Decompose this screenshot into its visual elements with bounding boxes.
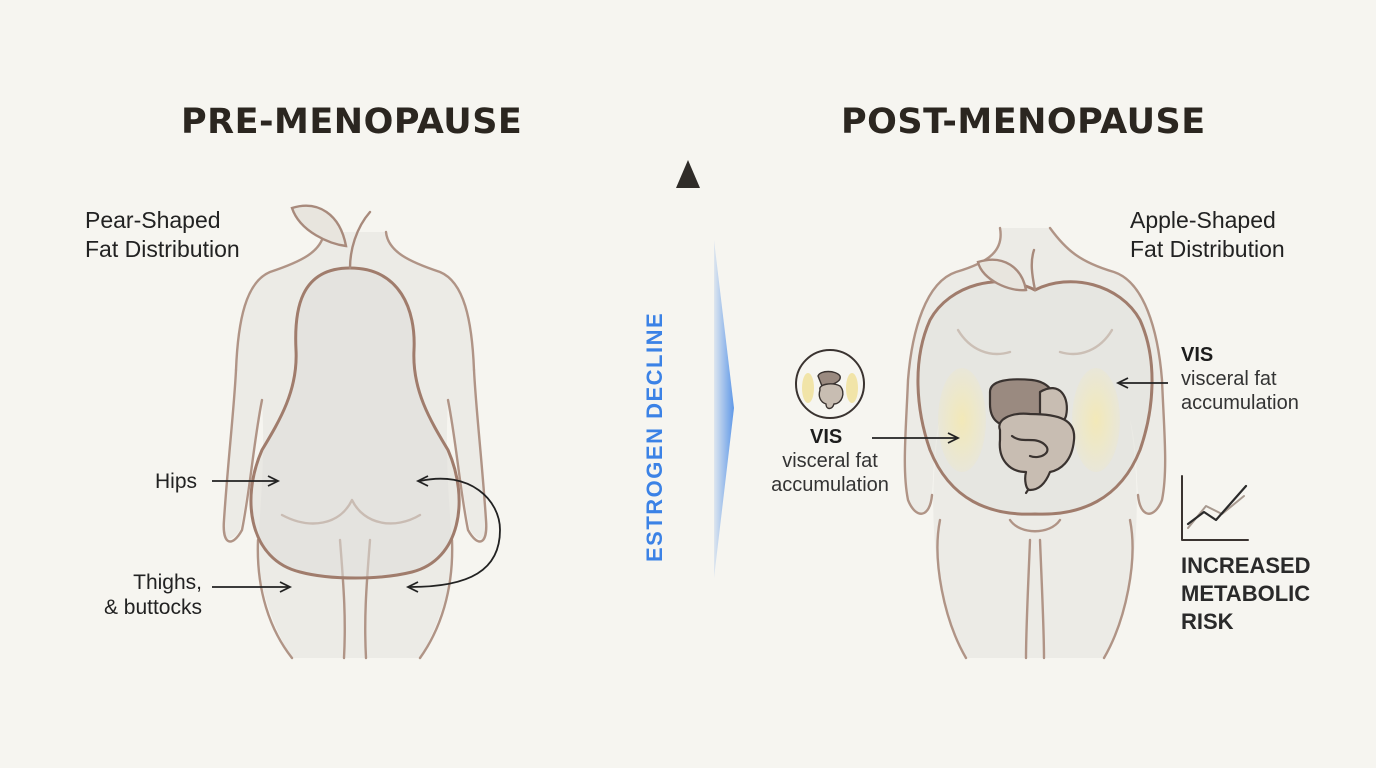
vis-left-callout: VIS visceral fat accumulation	[760, 426, 900, 497]
post-menopause-title: POST-MENOPAUSE	[841, 102, 1206, 142]
thighs-arrow	[212, 581, 293, 593]
estrogen-decline-axis	[676, 160, 734, 684]
vis-right-callout: VIS visceral fat accumulation	[1181, 344, 1299, 415]
vis-right-arrow	[1115, 377, 1168, 389]
apple-subtitle-line-2: Fat Distribution	[1130, 236, 1285, 262]
hips-arrow	[212, 475, 281, 487]
apple-icon	[976, 248, 1037, 292]
rising-line-chart-icon	[1181, 475, 1249, 541]
vis-left-arrow	[872, 432, 961, 444]
vis-right-line-1: visceral fat	[1181, 368, 1277, 390]
curved-return-arrow	[405, 475, 501, 593]
vis-left-line-1: visceral fat	[782, 450, 878, 472]
pear-subtitle-line-1: Pear-Shaped	[85, 207, 221, 233]
label-thighs-buttocks: Thighs, & buttocks	[90, 570, 202, 620]
apple-subtitle: Apple-Shaped Fat Distribution	[1130, 206, 1285, 264]
pre-menopause-title: PRE-MENOPAUSE	[181, 102, 523, 142]
digestive-organs-icon	[988, 378, 1076, 495]
risk-line-3: RISK	[1181, 609, 1234, 634]
label-hips: Hips	[155, 470, 198, 493]
pear-icon	[290, 204, 372, 270]
risk-line-1: INCREASED	[1181, 553, 1311, 578]
pear-subtitle-line-2: Fat Distribution	[85, 236, 240, 262]
vis-left-line-2: accumulation	[771, 474, 889, 496]
vis-left-title: VIS	[810, 426, 843, 448]
visceral-fat-area	[938, 368, 1120, 472]
organ-badge-icon	[795, 349, 865, 419]
pre-menopause-body	[222, 230, 488, 660]
pear-subtitle: Pear-Shaped Fat Distribution	[85, 206, 240, 264]
label-thighs-line-1: Thighs,	[133, 571, 202, 594]
label-thighs-line-2: & buttocks	[103, 596, 202, 619]
risk-line-2: METABOLIC	[1181, 581, 1311, 606]
vis-right-line-2: accumulation	[1181, 392, 1299, 414]
vis-right-title: VIS	[1181, 344, 1214, 366]
metabolic-risk-label: INCREASED METABOLIC RISK	[1181, 552, 1311, 636]
estrogen-decline-label: ESTROGEN DECLINE	[642, 311, 667, 562]
apple-subtitle-line-1: Apple-Shaped	[1130, 207, 1276, 233]
